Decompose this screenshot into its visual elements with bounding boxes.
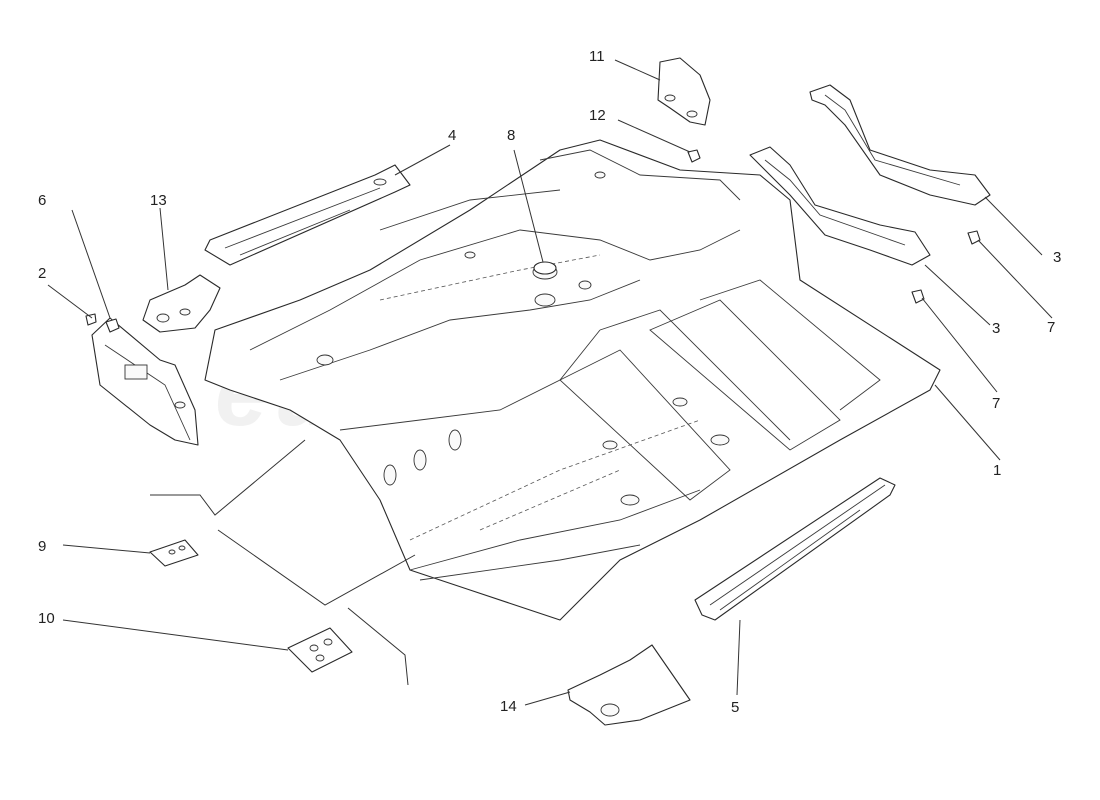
plug-8[interactable] (533, 261, 557, 275)
callout-6: 6 (38, 192, 46, 209)
plate-9[interactable] (149, 539, 199, 567)
leader-lines (47, 59, 1053, 706)
bracket-14[interactable] (567, 644, 691, 726)
nut-7-lower[interactable] (911, 289, 925, 304)
screw-6[interactable] (105, 318, 120, 333)
callout-13: 13 (150, 192, 167, 209)
floor-pan-assembly[interactable] (204, 139, 941, 621)
upper-side-rail[interactable] (204, 164, 411, 266)
callout-3-lower: 3 (992, 320, 1000, 337)
callout-5: 5 (731, 699, 739, 716)
callout-1: 1 (993, 462, 1001, 479)
screw-2[interactable] (85, 313, 97, 326)
callout-7-lower: 7 (992, 395, 1000, 412)
nut-7-upper[interactable] (967, 230, 981, 245)
bracket-11[interactable] (657, 57, 711, 126)
callout-labels: 1 2 3 3 4 5 6 7 7 8 9 10 11 12 13 14 (38, 48, 1061, 716)
callout-8: 8 (507, 127, 515, 144)
crossmember-lower[interactable] (749, 146, 931, 266)
callout-10: 10 (38, 610, 55, 627)
callout-12: 12 (589, 107, 606, 124)
callout-4: 4 (448, 127, 456, 144)
nut-12[interactable] (687, 149, 701, 163)
callout-9: 9 (38, 538, 46, 555)
plate-10[interactable] (287, 627, 353, 673)
lower-side-sill[interactable] (694, 477, 896, 621)
callout-7-upper: 7 (1047, 319, 1055, 336)
callout-3-upper: 3 (1053, 249, 1061, 266)
front-bracket-2[interactable] (91, 317, 199, 446)
callout-11: 11 (589, 48, 605, 65)
callout-14: 14 (500, 698, 517, 715)
callout-2: 2 (38, 265, 46, 282)
bracket-13[interactable] (142, 274, 221, 333)
crossmember-upper[interactable] (809, 84, 991, 206)
